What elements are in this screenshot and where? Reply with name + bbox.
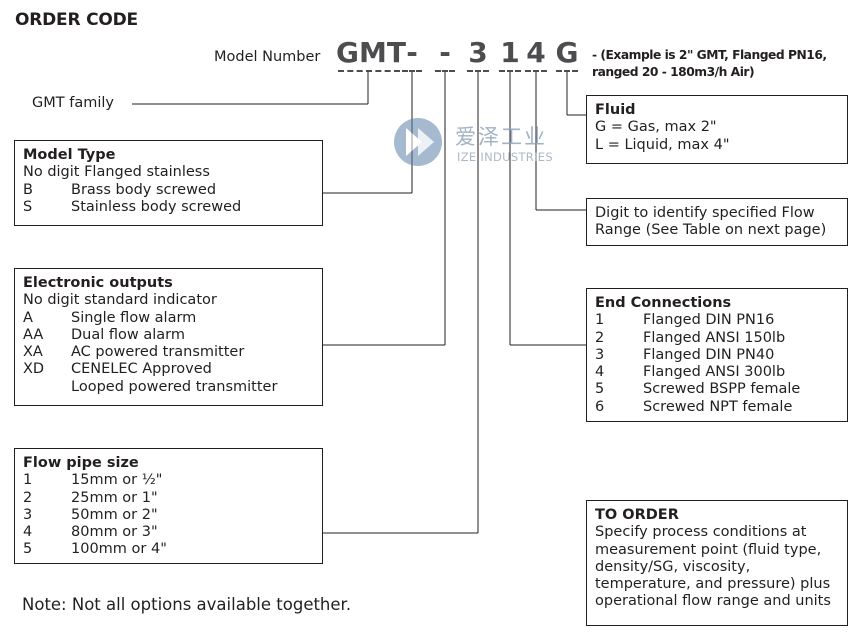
- code-underline: [499, 70, 521, 72]
- fluid-option-gas: G = Gas, max 2": [595, 119, 717, 136]
- flow-pipe-size-heading: Flow pipe size: [23, 455, 139, 471]
- to-order-box: TO ORDER Specify process conditions at m…: [586, 500, 848, 626]
- code-family: GMT: [336, 36, 406, 69]
- list-item: Looped powered transmitter: [71, 378, 278, 395]
- ize-logo-icon: [392, 116, 444, 172]
- code-underline: [402, 70, 422, 72]
- electronic-outputs-intro: No digit standard indicator: [23, 292, 217, 309]
- model-type-intro: No digit Flanged stainless: [23, 164, 210, 181]
- to-order-line: Specify process conditions at: [595, 524, 807, 541]
- flow-range-line: Range (See Table on next page): [595, 222, 827, 239]
- code-dash-model-type: -: [406, 36, 418, 69]
- watermark-chinese: 爱泽工业: [455, 125, 547, 149]
- code-underline: [556, 70, 578, 72]
- code-pipe-size: 3: [468, 36, 488, 69]
- code-underline: [435, 70, 455, 72]
- code-flow-range: 4: [526, 36, 546, 69]
- flow-range-box: Digit to identify specified Flow Range (…: [586, 198, 848, 246]
- code-underline: [467, 70, 489, 72]
- page-title: ORDER CODE: [15, 10, 138, 30]
- example-note: - (Example is 2" GMT, Flanged PN16, rang…: [592, 48, 827, 79]
- code-underline: [338, 70, 400, 72]
- to-order-heading: TO ORDER: [595, 507, 679, 523]
- gmt-family-label: GMT family: [32, 95, 114, 111]
- end-connections-heading: End Connections: [595, 295, 732, 311]
- footnote: Note: Not all options available together…: [22, 595, 352, 614]
- code-fluid: G: [555, 36, 579, 69]
- to-order-line: measurement point (fluid type,: [595, 541, 822, 558]
- fluid-option-liquid: L = Liquid, max 4": [595, 136, 730, 153]
- watermark-english: IZE INDUSTRIES: [457, 150, 553, 164]
- model-number-label: Model Number: [214, 49, 321, 65]
- to-order-line: density/SG, viscosity,: [595, 558, 751, 575]
- code-dash-outputs: -: [439, 36, 451, 69]
- code-end-connection: 1: [500, 36, 520, 69]
- to-order-line: operational flow range and units: [595, 593, 831, 610]
- to-order-line: temperature, and pressure) plus: [595, 576, 831, 593]
- fluid-heading: Fluid: [595, 102, 636, 118]
- model-type-heading: Model Type: [23, 147, 116, 163]
- flow-range-line: Digit to identify specified Flow: [595, 205, 815, 221]
- code-underline: [525, 70, 547, 72]
- electronic-outputs-heading: Electronic outputs: [23, 275, 173, 291]
- fluid-box: Fluid G = Gas, max 2" L = Liquid, max 4": [586, 95, 848, 164]
- electronic-outputs-box: Electronic outputs No digit standard ind…: [14, 268, 323, 406]
